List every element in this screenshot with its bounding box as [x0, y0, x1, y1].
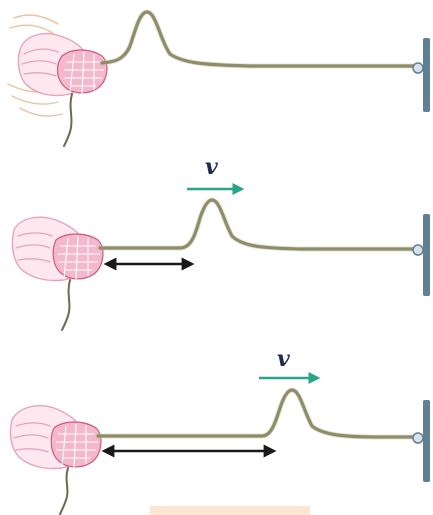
- velocity-label: v: [277, 346, 290, 372]
- velocity-label: v: [205, 154, 218, 180]
- wall-icon: [412, 214, 430, 296]
- panel-3: v: [9, 346, 430, 515]
- knot-icon: [412, 432, 424, 444]
- rope-with-pulse-3: [96, 388, 418, 439]
- hand-icon: [17, 32, 108, 147]
- bottom-caption-strip: [150, 506, 310, 515]
- hand-icon: [9, 404, 102, 515]
- wall-icon: [412, 400, 430, 482]
- hand-icon: [11, 216, 104, 331]
- fist: [52, 233, 104, 281]
- fist: [56, 49, 108, 95]
- velocity-marker-2: v: [187, 154, 245, 195]
- fist: [50, 421, 102, 469]
- knot-icon: [412, 62, 424, 74]
- velocity-marker-3: v: [259, 346, 321, 384]
- rope-with-pulse-1: [100, 10, 418, 68]
- panel-2: v: [11, 154, 430, 331]
- rope-with-pulse-2: [98, 198, 418, 251]
- motion-lines: [7, 14, 63, 117]
- knot-icon: [412, 244, 424, 256]
- panel-1: [7, 9, 430, 147]
- wall-icon: [412, 38, 430, 112]
